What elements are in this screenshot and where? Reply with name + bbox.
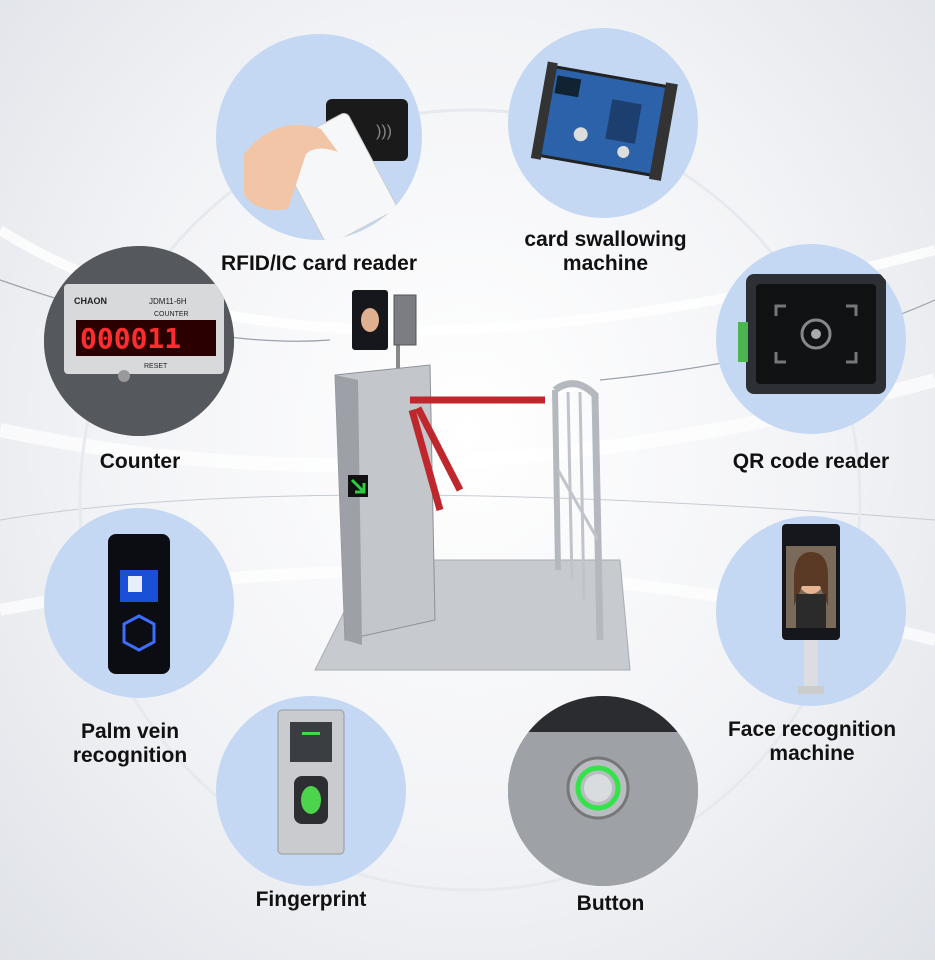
palm-label-line1: Palm vein — [80, 720, 180, 743]
face-label-line2: machine — [769, 742, 855, 765]
rfid-card-reader-icon: ))) — [216, 34, 422, 240]
card-swallow-label: card swallowing machine — [503, 228, 708, 276]
counter-brand: CHAON — [74, 296, 107, 306]
qr-label: QR code reader — [732, 450, 890, 473]
face-label: Face recognition machine — [712, 718, 912, 766]
card-swallow-label-line1: card swallowing — [524, 228, 687, 251]
palm-label: Palm vein recognition — [40, 720, 220, 768]
palm-vein-icon — [44, 508, 234, 698]
counter-sub: COUNTER — [154, 311, 189, 318]
button-icon — [508, 696, 698, 886]
face-recognition-icon — [716, 516, 906, 706]
fingerprint-label: Fingerprint — [255, 888, 367, 911]
counter-display: 000011 — [80, 322, 181, 355]
tripod-turnstile — [314, 290, 631, 671]
palm-label-line2: recognition — [72, 744, 188, 767]
rfid-label: RFID/IC card reader — [220, 252, 418, 275]
fingerprint-icon — [216, 696, 406, 886]
card-swallow-label-line2: machine — [562, 252, 649, 275]
button-label: Button — [576, 892, 645, 915]
counter-model: JDM11-6H — [149, 297, 187, 306]
counter-reset: RESET — [144, 363, 168, 370]
svg-text:))): ))) — [376, 123, 392, 140]
qr-reader-icon — [716, 244, 906, 434]
face-label-line1: Face recognition — [727, 718, 897, 741]
railing — [552, 380, 604, 641]
counter-icon: CHAON JDM11-6H COUNTER 000011 RESET — [44, 246, 234, 436]
card-swallowing-machine-icon — [508, 28, 698, 218]
turnstile-arm — [414, 406, 464, 492]
turnstile-arm — [408, 409, 444, 511]
counter-label: Counter — [99, 450, 181, 473]
